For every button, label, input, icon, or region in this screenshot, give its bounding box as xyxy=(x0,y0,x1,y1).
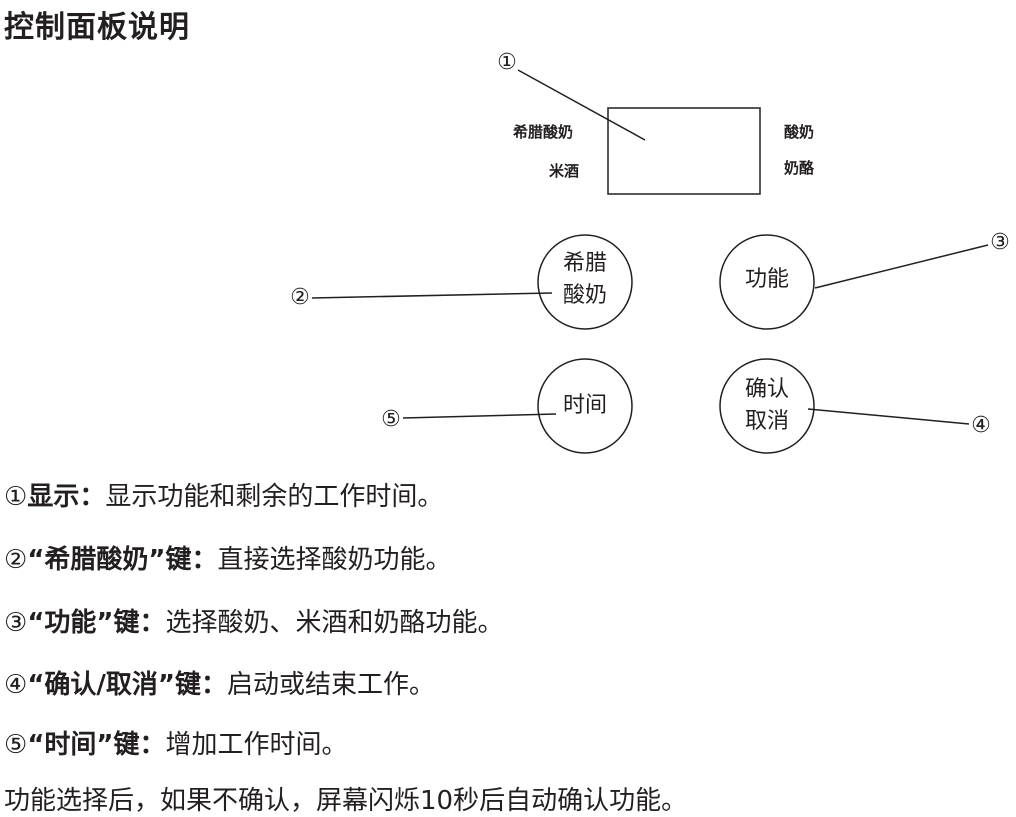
description-5: ⑤“时间”键：增加工作时间。 xyxy=(4,724,348,761)
callout-2: ② xyxy=(290,285,310,310)
footer-note: 功能选择后，如果不确认，屏幕闪烁10秒后自动确认功能。 xyxy=(4,786,688,816)
description-1-key: 显示： xyxy=(27,482,106,512)
confirm-cancel-button-label: 确认 取消 xyxy=(727,374,807,438)
leader-line-5 xyxy=(402,413,557,419)
time-button[interactable] xyxy=(537,358,633,454)
description-3: ③“功能”键：选择酸奶、米酒和奶酪功能。 xyxy=(4,602,504,639)
description-2-text: 直接选择酸奶功能。 xyxy=(217,545,452,575)
description-3-text: 选择酸奶、米酒和奶酪功能。 xyxy=(165,608,504,638)
description-4: ④“确认/取消”键：启动或结束工作。 xyxy=(4,664,435,701)
description-2-key: “希腊酸奶”键： xyxy=(27,545,218,575)
greek-yogurt-button-line2: 酸奶 xyxy=(562,283,607,308)
description-3-num: ③ xyxy=(4,608,28,638)
greek-yogurt-button-line1: 希腊 xyxy=(562,251,607,276)
greek-yogurt-button-label: 希腊 酸奶 xyxy=(545,248,625,312)
description-5-key: “时间”键： xyxy=(27,730,166,760)
time-button-label: 时间 xyxy=(562,393,607,418)
description-1-text: 显示功能和剩余的工作时间。 xyxy=(105,482,444,512)
display-label-yogurt: 酸奶 xyxy=(784,123,815,141)
confirm-button-line2: 取消 xyxy=(744,409,789,434)
leader-line-3 xyxy=(814,244,989,289)
description-4-key: “确认/取消”键： xyxy=(27,670,227,700)
display-label-rice-wine: 米酒 xyxy=(549,162,580,180)
description-4-text: 启动或结束工作。 xyxy=(227,670,436,700)
greek-yogurt-button[interactable] xyxy=(537,234,633,330)
function-button[interactable] xyxy=(719,234,815,330)
leader-line-4 xyxy=(807,408,970,425)
callout-5: ⑤ xyxy=(381,407,401,432)
page-title: 控制面板说明 xyxy=(4,10,190,45)
description-2-num: ② xyxy=(4,545,28,575)
leader-line-1 xyxy=(517,69,646,141)
confirm-cancel-button[interactable] xyxy=(719,358,815,454)
description-2: ②“希腊酸奶”键：直接选择酸奶功能。 xyxy=(4,539,452,576)
description-3-key: “功能”键： xyxy=(27,608,166,638)
leader-line-2 xyxy=(311,292,553,299)
description-4-num: ④ xyxy=(4,670,28,700)
description-5-num: ⑤ xyxy=(4,730,28,760)
display-screen xyxy=(607,107,761,195)
function-button-label: 功能 xyxy=(744,267,789,292)
callout-4: ④ xyxy=(971,413,991,438)
confirm-button-line1: 确认 xyxy=(744,377,789,402)
callout-1: ① xyxy=(497,50,517,75)
description-5-text: 增加工作时间。 xyxy=(165,730,348,760)
description-1: ①显示：显示功能和剩余的工作时间。 xyxy=(4,476,443,513)
display-label-cheese: 奶酪 xyxy=(784,159,815,177)
callout-3: ③ xyxy=(990,230,1010,255)
description-1-num: ① xyxy=(4,482,28,512)
display-label-greek-yogurt: 希腊酸奶 xyxy=(513,123,574,141)
